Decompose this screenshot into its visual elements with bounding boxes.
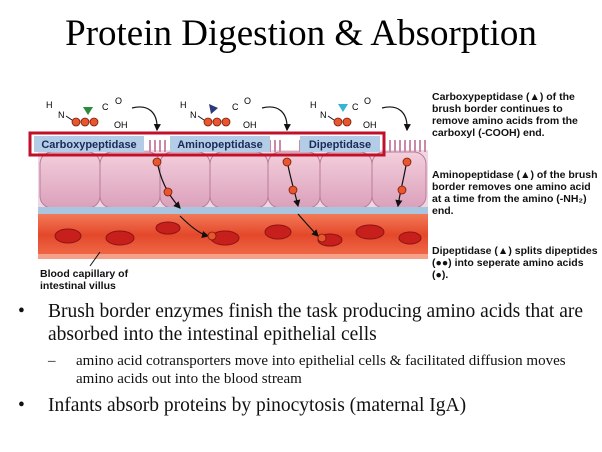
amino-acid <box>212 117 222 127</box>
svg-text:C: C <box>352 102 359 112</box>
dipeptidase-label: Dipeptidase <box>309 139 371 151</box>
svg-text:C: C <box>102 102 109 112</box>
carboxypeptidase-triangle-icon <box>83 107 93 115</box>
svg-text:N: N <box>58 110 65 120</box>
red-blood-cell <box>355 224 385 240</box>
svg-text:H: H <box>180 100 187 110</box>
aminopeptidase-note: Aminopeptidase (▲) of the brush border r… <box>432 169 598 217</box>
peptide-molecule: H N C O OH <box>180 96 257 130</box>
bullet-marker: • <box>18 395 25 416</box>
carboxypeptidase-box <box>34 136 144 152</box>
carboxypeptidase-note: Carboxypeptidase (▲) of the brush border… <box>432 91 578 139</box>
enzyme-frame <box>28 131 386 157</box>
dipeptidase-note: Dipeptidase (▲) splits dipeptides (●●) i… <box>432 245 598 281</box>
amino-acid <box>203 117 213 127</box>
slide-title: Protein Digestion & Absorption <box>65 13 537 54</box>
amino-acid <box>288 185 298 195</box>
red-blood-cell <box>398 231 422 245</box>
sub-bullet-marker: – <box>48 353 56 369</box>
amino-acid <box>333 117 343 127</box>
bullet-text: Brush border enzymes finish the task pro… <box>48 301 584 345</box>
aminopeptidase-box <box>170 136 270 152</box>
aminopeptidase-label: Aminopeptidase <box>177 139 263 151</box>
svg-text:OH: OH <box>243 120 257 130</box>
red-blood-cell <box>155 221 181 235</box>
capillary-label: Blood capillary of intestinal villus <box>40 268 129 292</box>
epithelial-cell <box>39 151 101 209</box>
svg-text:OH: OH <box>363 120 377 130</box>
epithelial-cell <box>209 151 269 209</box>
basement-membrane <box>38 207 428 214</box>
amino-acid <box>402 157 412 167</box>
amino-acid <box>207 231 217 241</box>
svg-text:N: N <box>190 110 197 120</box>
epithelial-cell <box>159 151 211 209</box>
bullet-text: Infants absorb proteins by pinocytosis (… <box>48 395 467 416</box>
amino-acid <box>342 117 352 127</box>
amino-acid <box>152 157 162 167</box>
bullet-marker: • <box>18 301 25 322</box>
svg-text:O: O <box>244 96 251 106</box>
epithelial-cell <box>267 151 321 209</box>
absorption-arrows <box>131 106 411 239</box>
amino-acid <box>163 187 173 197</box>
enzyme-bar: Carboxypeptidase Aminopeptidase Dipeptid… <box>28 131 386 157</box>
peptide-molecule: H N C O OH <box>310 96 377 130</box>
bullet-list: • Brush border enzymes finish the task p… <box>18 300 598 417</box>
red-blood-cell <box>264 224 292 240</box>
epithelial-cell <box>319 151 373 209</box>
svg-text:H: H <box>310 100 317 110</box>
svg-text:C: C <box>232 102 239 112</box>
capillary-leader-line <box>89 251 101 267</box>
sub-bullet-item: – amino acid cotransporters move into ep… <box>18 352 598 388</box>
amino-acid <box>89 117 99 127</box>
red-blood-cell <box>105 230 135 246</box>
aminopeptidase-triangle-icon <box>209 104 218 114</box>
red-blood-cell <box>54 228 82 244</box>
epithelial-cell <box>99 151 161 209</box>
svg-text:O: O <box>115 96 122 106</box>
carboxypeptidase-label: Carboxypeptidase <box>41 139 136 151</box>
svg-text:O: O <box>364 96 371 106</box>
dipeptidase-box <box>300 136 380 152</box>
amino-acid <box>282 157 292 167</box>
bullet-item: • Brush border enzymes finish the task p… <box>18 300 598 346</box>
epithelial-cells <box>38 140 428 210</box>
bullet-item: • Infants absorb proteins by pinocytosis… <box>18 394 598 417</box>
blood-capillary <box>38 214 428 259</box>
sub-bullet-text: amino acid cotransporters move into epit… <box>76 353 566 387</box>
amino-acid <box>221 117 231 127</box>
peptide-molecule: H N C O OH <box>46 96 128 130</box>
amino-acid <box>80 117 90 127</box>
svg-text:H: H <box>46 100 53 110</box>
digestion-diagram: Carboxypeptidase Aminopeptidase Dipeptid… <box>28 96 428 267</box>
amino-acid <box>317 233 327 243</box>
amino-acid <box>71 117 81 127</box>
amino-acid <box>397 185 407 195</box>
svg-text:N: N <box>320 110 327 120</box>
dipeptidase-triangle-icon <box>338 104 348 112</box>
svg-text:OH: OH <box>114 120 128 130</box>
absorbed-amino-acids <box>152 157 412 243</box>
